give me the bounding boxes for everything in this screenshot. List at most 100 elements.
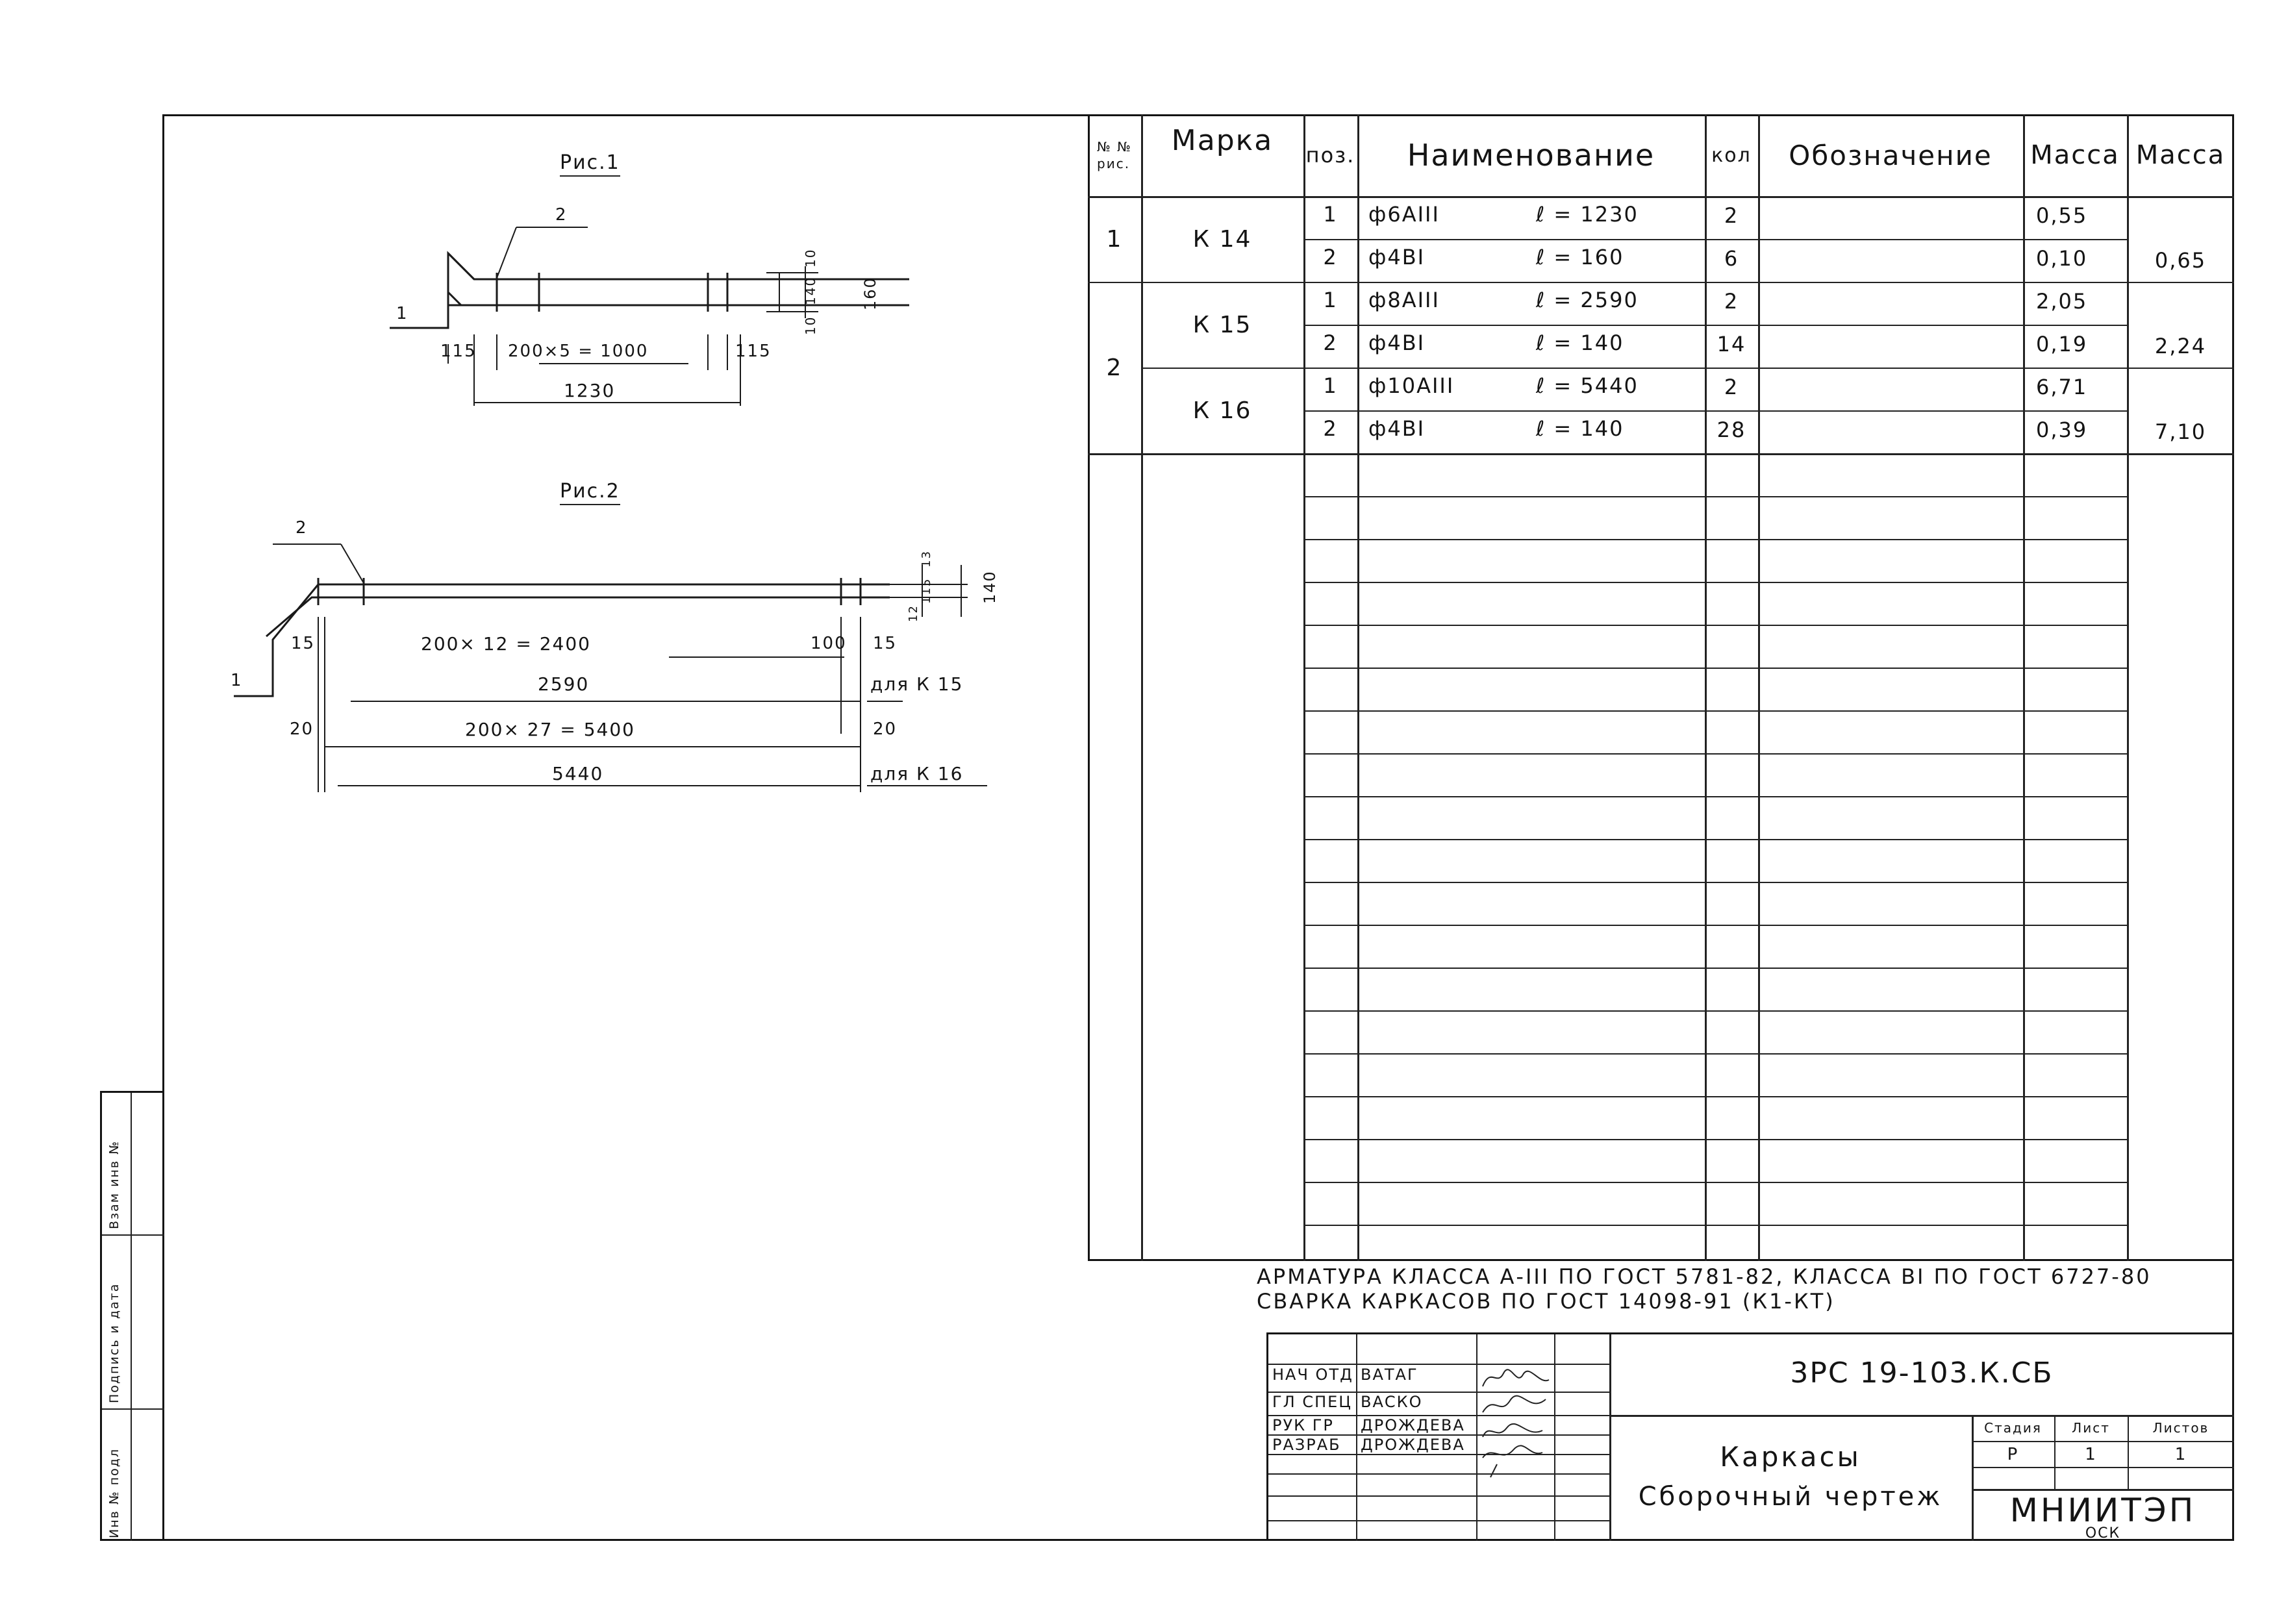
title-code: 3РС 19-103.К.СБ <box>1790 1356 2054 1390</box>
fig2-pos1: 1 <box>231 671 243 690</box>
stage-value: Р <box>2007 1445 2019 1464</box>
signer-name: Дрождева <box>1361 1436 1465 1454</box>
row-qty: 28 <box>1716 418 1746 442</box>
row-name: ф8АIII <box>1368 288 1440 312</box>
signer-name: Васко <box>1361 1393 1423 1411</box>
row-mass: 0,55 <box>2036 203 2088 228</box>
fig2-dim-spacing: 200× 12 = 2400 <box>421 633 591 655</box>
blank-row-line <box>1303 1010 2127 1012</box>
row-qty: 6 <box>1724 246 1739 271</box>
org-dept: ОСК <box>2085 1525 2121 1542</box>
row-mark-k16-text: К 16 <box>1192 397 1252 424</box>
signatures <box>1482 1369 1550 1478</box>
header-mass1: Масса <box>2023 114 2127 196</box>
header-qty-text: кол <box>1711 144 1752 167</box>
row-pos: 2 <box>1323 331 1338 355</box>
blank-row-line <box>1303 925 2127 926</box>
row-mark-k15-text: К 15 <box>1192 311 1252 338</box>
row-name: ф6АIII <box>1368 202 1440 227</box>
blank-row-line <box>1303 582 2127 583</box>
row-name: ф4ВI <box>1368 331 1426 355</box>
row-qty: 14 <box>1716 332 1746 356</box>
signer-name: Дрождева <box>1361 1416 1465 1434</box>
header-name: Наименование <box>1357 114 1705 196</box>
blank-row-line <box>1303 668 2127 669</box>
row-name: ф4ВI <box>1368 416 1426 441</box>
row-pos: 1 <box>1323 373 1338 398</box>
total-k16-text: 7,10 <box>2154 419 2207 444</box>
total-k14: 0,65 <box>2127 239 2234 282</box>
header-mass2-text: Масса <box>2135 140 2226 170</box>
side-stamp: Инв № подл Подпись и дата Взам инв № <box>100 1091 164 1541</box>
blank-row-line <box>1303 796 2127 797</box>
fig2-for-k15: для К 15 <box>870 673 964 695</box>
fig2-dim-v1: 12 <box>907 605 920 622</box>
header-pos-text: поз. <box>1305 143 1355 168</box>
row-len: ℓ = 140 <box>1536 416 1624 441</box>
row-qty: 2 <box>1724 375 1739 399</box>
row-mass: 0,39 <box>2036 418 2088 442</box>
sign-date-label: Подпись и дата <box>107 1282 121 1403</box>
fig2-dim-v2: 115 <box>920 577 933 604</box>
header-name-text: Наименование <box>1407 138 1655 173</box>
drawing-frame <box>162 114 2234 1541</box>
signer-name: Ватаг <box>1361 1366 1418 1384</box>
fig1-dim-spacing: 200×5 = 1000 <box>508 342 649 361</box>
fig2-dim-total-k15: 2590 <box>538 673 590 695</box>
header-mass2: Масса <box>2127 114 2234 196</box>
org-name: МНИИТЭП <box>2009 1492 2196 1529</box>
fig1-dim-v3: 10 <box>803 316 818 335</box>
row-mark-k16: К 16 <box>1141 368 1303 453</box>
signer-role: Рук гр <box>1272 1416 1334 1434</box>
row-mass: 6,71 <box>2036 375 2088 399</box>
row-fig-2-text: 2 <box>1106 354 1123 381</box>
blank-row-line <box>1303 625 2127 626</box>
header-mark-text: Марка <box>1171 123 1274 157</box>
sheet-value: 1 <box>2085 1445 2097 1464</box>
blank-row-line <box>1303 1053 2127 1055</box>
header-designation: Обозначение <box>1758 114 2023 196</box>
inv-repl-label: Взам инв № <box>107 1140 121 1229</box>
blank-row-line <box>1303 753 2127 755</box>
spec-table: № № рис. Марка поз. Наименование кол Обо… <box>1088 114 2234 1261</box>
fig2-dim-spacing2: 200× 27 = 5400 <box>465 719 635 740</box>
row-pos: 1 <box>1323 288 1338 312</box>
row-mark-k15: К 15 <box>1141 282 1303 368</box>
blank-row-line <box>1303 1096 2127 1097</box>
fig1-dim-right: 115 <box>735 342 772 361</box>
fig1-dim-v2: 140 <box>803 276 818 305</box>
row-len: ℓ = 1230 <box>1536 202 1639 227</box>
note-line1: Арматура класса А-III по ГОСТ 5781-82, к… <box>1257 1264 2152 1289</box>
title-line1: Каркасы <box>1720 1441 1861 1473</box>
signer-role: Разраб <box>1272 1436 1341 1454</box>
sheets-label: Листов <box>2152 1420 2209 1436</box>
row-pos: 1 <box>1323 202 1338 227</box>
blank-row-line <box>1303 1225 2127 1226</box>
row-qty: 2 <box>1724 203 1739 228</box>
blank-row-line <box>1303 1139 2127 1140</box>
fig2-caption: Рис.2 <box>560 482 620 505</box>
fig1-pos1: 1 <box>396 304 409 323</box>
signer-role: Нач отд <box>1272 1366 1353 1384</box>
note-line2: Сварка каркасов по ГОСТ 14098-91 (К1-Кт) <box>1257 1289 1835 1314</box>
row-mass: 0,19 <box>2036 332 2088 356</box>
row-mass: 2,05 <box>2036 289 2088 314</box>
row-len: ℓ = 2590 <box>1536 288 1639 312</box>
fig2-drawing <box>234 543 987 792</box>
fig1-dim-left: 115 <box>440 342 477 361</box>
fig2-dim-right: 15 <box>873 634 898 653</box>
row-len: ℓ = 140 <box>1536 331 1624 355</box>
header-fig-no: № № рис. <box>1088 114 1141 196</box>
header-mark: Марка <box>1141 114 1303 166</box>
header-qty: кол <box>1705 114 1758 196</box>
row-mark-k14: К 14 <box>1141 196 1303 282</box>
fig1-pos2: 2 <box>555 205 568 225</box>
row-fig-1: 1 <box>1088 196 1141 282</box>
header-pos: поз. <box>1303 114 1357 196</box>
row-fig-1-text: 1 <box>1106 225 1123 253</box>
stage-label: Стадия <box>1984 1420 2042 1436</box>
total-k15: 2,24 <box>2127 325 2234 368</box>
fig1-dim-height: 160 <box>861 277 879 310</box>
blank-row-line <box>1303 968 2127 969</box>
row-mass: 0,10 <box>2036 246 2088 271</box>
